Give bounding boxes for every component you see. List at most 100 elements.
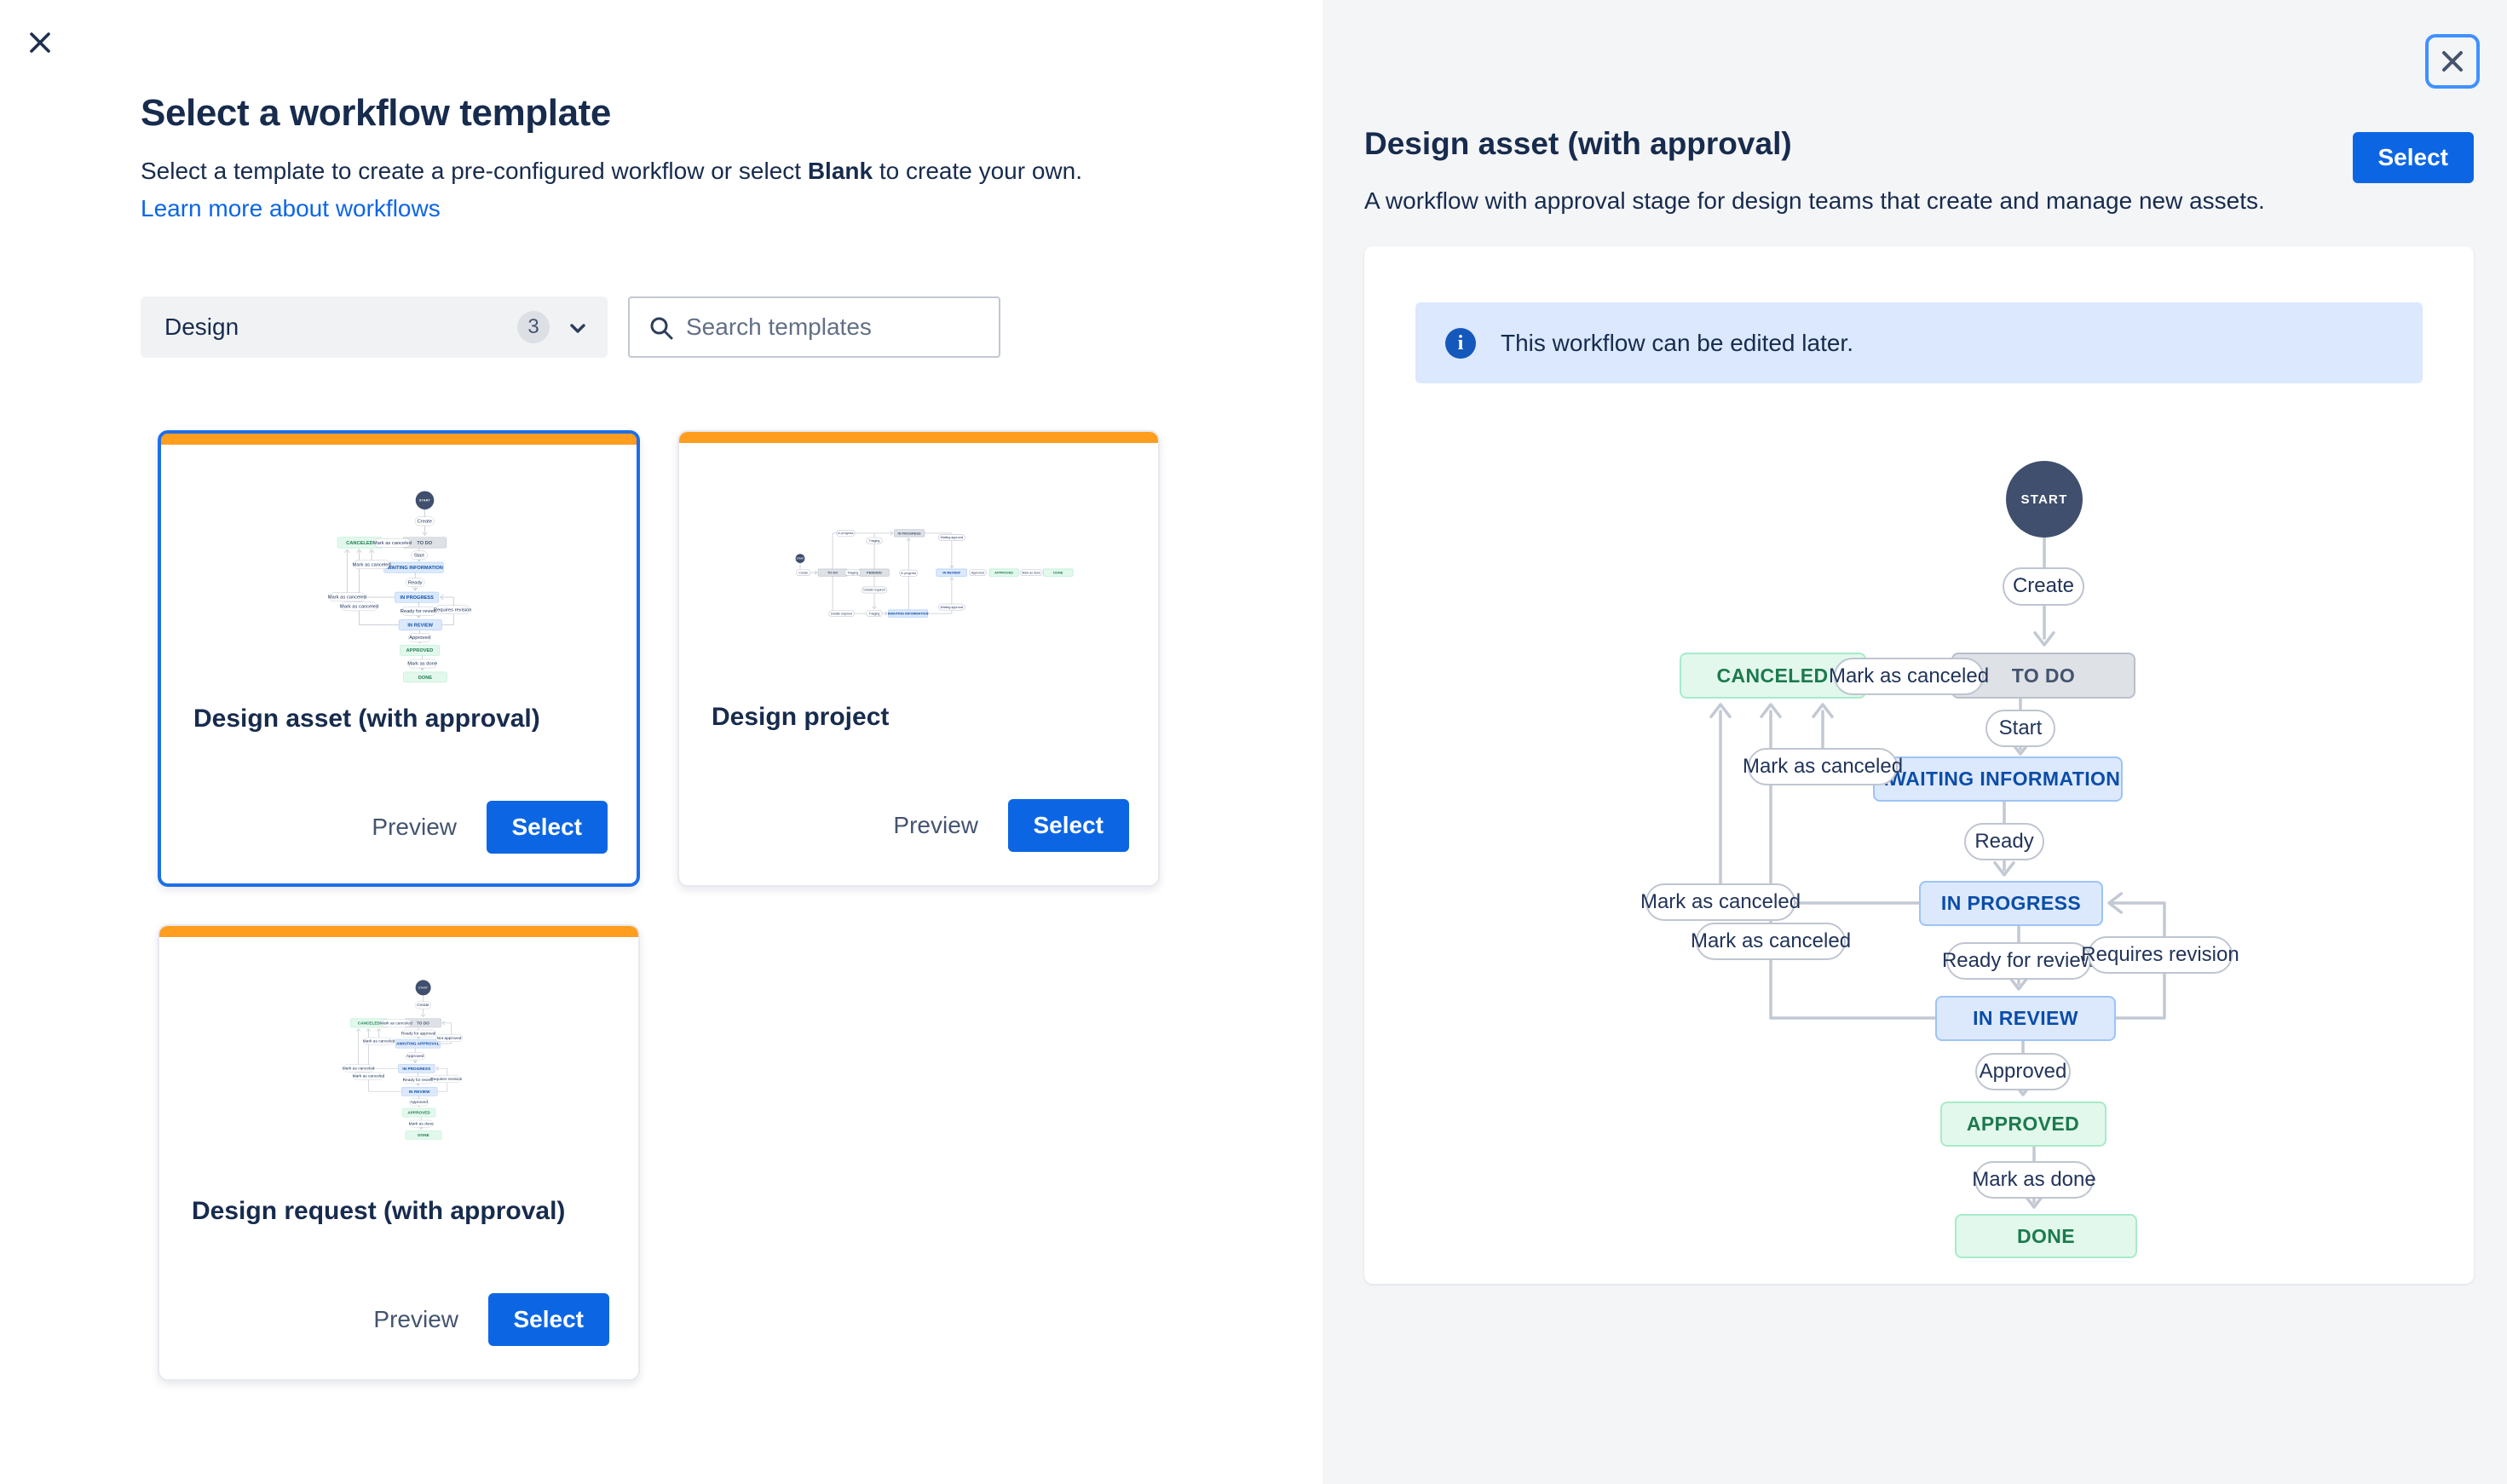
- learn-more-link[interactable]: Learn more about workflows: [141, 195, 441, 221]
- workflow-state-canceled: CANCELED: [337, 537, 383, 549]
- search-icon: [648, 315, 674, 341]
- workflow-transition-ready: Ready: [405, 578, 425, 588]
- template-list-panel: Select a workflow template Select a temp…: [19, 22, 1160, 1381]
- workflow-transition-mark-as-canceled: Mark as canceled: [379, 1019, 412, 1027]
- preview-description: A workflow with approval stage for desig…: [1364, 187, 2265, 214]
- workflow-transition-mark-as-done: Mark as done: [1019, 569, 1043, 576]
- workflow-connector-lines: [344, 509, 454, 671]
- workflow-transition-mark-as-canceled: Mark as canceled: [353, 560, 391, 569]
- select-button[interactable]: Select: [487, 1293, 609, 1346]
- workflow-state-approved: APPROVED: [1939, 1101, 2106, 1147]
- workflow-state-pending: PENDING: [859, 568, 890, 577]
- filter-selected-value: Design: [164, 313, 239, 340]
- card-accent-bar: [161, 434, 637, 445]
- preview-title: Design asset (with approval): [1364, 126, 1792, 161]
- workflow-preview-card: i This workflow can be edited later. STA…: [1364, 246, 2474, 1284]
- page-title: Select a workflow template: [141, 92, 611, 134]
- workflow-transition-mark-as-done: Mark as done: [408, 1119, 434, 1128]
- workflow-transition-requires-revision: Requires revision: [434, 605, 471, 614]
- workflow-state-done: DONE: [1955, 1214, 2137, 1258]
- close-preview-button[interactable]: [2425, 34, 2480, 89]
- workflow-start-node-start: START: [795, 554, 805, 563]
- workflow-state-in-progress: IN PROGRESS: [395, 591, 440, 603]
- filter-count-badge: 3: [517, 311, 550, 343]
- preview-button[interactable]: Preview: [368, 1305, 464, 1334]
- workflow-transition-approved: Approved: [1975, 1053, 2071, 1090]
- workflow-transition-ready-for-review: Ready for review: [402, 1076, 434, 1084]
- workflow-transition-waiting-approval: Waiting approval: [938, 534, 965, 541]
- workflow-transition-waiting-approval: Waiting approval: [938, 603, 965, 611]
- workflow-transition-create: Create: [414, 516, 435, 526]
- workflow-transition-mark-as-canceled: Mark as canceled: [1829, 658, 1989, 695]
- card-title: Design request (with approval): [192, 1197, 566, 1225]
- workflow-transition-mark-as-done: Mark as done: [1972, 1161, 2096, 1199]
- workflow-transition-mark-as-canceled: Mark as canceled: [340, 601, 378, 612]
- workflow-state-awaiting-approval: AWAITING APPROVAL: [395, 1038, 441, 1049]
- workflow-state-awaiting-information: AWAITING INFORMATION: [383, 561, 444, 573]
- card-title: Design project: [712, 703, 890, 731]
- select-button[interactable]: Select: [486, 801, 608, 854]
- workflow-state-in-progress: IN PROGRESS: [1919, 880, 2103, 926]
- workflow-transition-triaging: Triaging: [866, 610, 883, 617]
- template-search: [628, 296, 1000, 358]
- workflow-transition-in-progress: In progress: [836, 530, 856, 537]
- preview-button[interactable]: Preview: [366, 813, 462, 842]
- workflow-transition-approved: Approved: [405, 1052, 425, 1061]
- card-accent-bar: [159, 926, 638, 937]
- workflow-transition-requires-revision: Requires revision: [2081, 936, 2239, 974]
- workflow-transition-mark-as-canceled: Mark as canceled: [373, 538, 412, 548]
- workflow-state-in-progress: IN PROGRESS: [398, 1063, 435, 1073]
- workflow-transition-details-required: Details required: [828, 610, 855, 617]
- chevron-down-icon: [567, 317, 589, 339]
- workflow-transition-mark-as-done: Mark as done: [407, 659, 437, 669]
- workflow-state-in-review: IN REVIEW: [398, 619, 442, 630]
- workflow-transition-ready-for-review: Ready for review: [1942, 942, 2095, 980]
- workflow-state-canceled: CANCELED: [349, 1018, 388, 1028]
- preview-select-button[interactable]: Select: [2352, 132, 2474, 183]
- workflow-state-done: DONE: [1043, 568, 1074, 577]
- info-icon: i: [1445, 328, 1476, 359]
- workflow-state-approved: APPROVED: [402, 1107, 436, 1118]
- workflow-start-node-start: START: [415, 980, 431, 996]
- workflow-transition-start: Start: [1985, 710, 2055, 747]
- select-button[interactable]: Select: [1007, 799, 1129, 852]
- workflow-transition-create: Create: [414, 1001, 431, 1009]
- workflow-state-canceled: CANCELED: [1679, 653, 1866, 699]
- workflow-transition-triaging: Triaging: [866, 537, 883, 544]
- close-icon: [2429, 51, 2476, 88]
- workflow-state-in-progress: IN PROGRESS: [894, 529, 925, 538]
- info-banner: i This workflow can be edited later.: [1415, 302, 2423, 383]
- workflow-state-awaiting-information: AWAITING INFORMATION: [1872, 756, 2123, 802]
- close-icon: [26, 32, 55, 60]
- workflow-state-done: DONE: [405, 1130, 442, 1140]
- card-title: Design asset (with approval): [193, 705, 540, 733]
- workflow-transition-mark-as-canceled: Mark as canceled: [352, 1072, 385, 1080]
- workflow-transition-mark-as-canceled: Mark as canceled: [1640, 883, 1801, 921]
- workflow-state-approved: APPROVED: [400, 644, 440, 656]
- workflow-connector-lines: [356, 995, 452, 1130]
- workflow-transition-create: Create: [2003, 567, 2084, 606]
- workflow-start-node-start: START: [415, 491, 435, 510]
- workflow-state-in-review: IN REVIEW: [1935, 995, 2116, 1041]
- workflow-state-done: DONE: [403, 671, 447, 683]
- workflow-transition-start: Start: [410, 550, 428, 561]
- workflow-state-awaiting-information: AWAITING INFORMATION: [888, 609, 928, 618]
- workflow-transition-approved: Approved: [408, 633, 431, 642]
- info-banner-text: This workflow can be edited later.: [1501, 329, 1853, 356]
- workflow-state-in-review: IN REVIEW: [936, 568, 967, 577]
- workflow-transition-ready-for-review: Ready for review: [401, 607, 437, 616]
- workflow-transition-in-progress: In progress: [899, 569, 919, 577]
- category-filter-dropdown[interactable]: Design 3: [141, 296, 608, 358]
- close-dialog-button[interactable]: [19, 22, 61, 65]
- search-input[interactable]: [684, 302, 986, 353]
- preview-button[interactable]: Preview: [888, 811, 983, 840]
- workflow-transition-mark-as-canceled: Mark as canceled: [342, 1064, 375, 1073]
- workflow-state-to-do: TO DO: [402, 537, 447, 549]
- workflow-transition-not-approved: Not approved: [435, 1034, 463, 1042]
- workflow-transition-approved: Approved: [969, 569, 987, 576]
- workflow-transition-mark-as-canceled: Mark as canceled: [1691, 923, 1851, 960]
